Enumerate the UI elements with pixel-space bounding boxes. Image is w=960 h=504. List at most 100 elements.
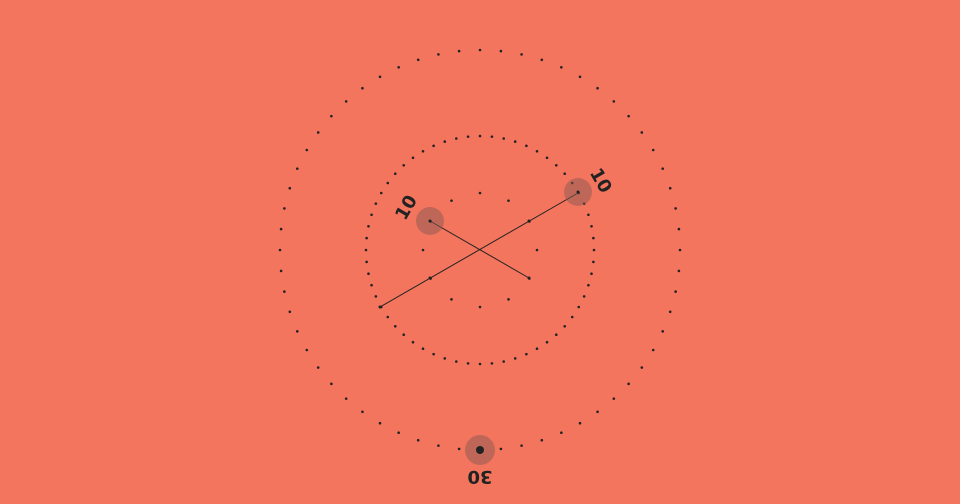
outer-ring-dot <box>678 248 682 252</box>
inner-ring-dot <box>466 135 470 138</box>
hand-end-dot-b <box>378 305 382 309</box>
inner-ring-dot <box>570 315 574 319</box>
inner-ring-dot <box>513 357 517 360</box>
outer-ring-dot <box>316 366 320 369</box>
outer-value-label: 30 <box>467 466 492 487</box>
outer-ring-dot <box>378 421 382 425</box>
inner-ring-dot <box>367 225 370 228</box>
inner-ring-dot <box>386 181 390 185</box>
outer-ring-dot <box>288 186 292 190</box>
outer-ring-dot <box>651 348 655 352</box>
inner-ring-dot <box>386 315 390 319</box>
inner-ring-dot <box>513 140 517 143</box>
center-ring-dot <box>507 298 510 301</box>
outer-ring-dot <box>295 167 299 170</box>
outer-ring-dot <box>627 114 630 118</box>
outer-ring-dot <box>520 53 523 56</box>
inner-ring-dot <box>374 202 378 205</box>
outer-ring-dot <box>457 49 461 53</box>
outer-ring-dot <box>596 86 599 90</box>
inner-ring-dot <box>490 362 494 365</box>
outer-ring-dot <box>478 48 482 52</box>
outer-ring-dot <box>627 382 630 386</box>
hand-mid-dot-b <box>527 219 531 223</box>
inner-ring-dot <box>587 213 590 217</box>
inner-ring-dot <box>587 283 590 287</box>
outer-ring-dot <box>361 86 364 90</box>
inner-ring-dot <box>490 135 494 138</box>
outer-ring-dot <box>540 58 544 62</box>
outer-ring-dot <box>668 310 672 314</box>
outer-ring-dot <box>651 148 655 152</box>
left-handle-dot <box>428 219 432 223</box>
outer-ring-dot <box>288 310 292 314</box>
outer-ring-dot <box>661 330 665 333</box>
outer-ring-dot <box>457 447 461 451</box>
outer-ring-dot <box>344 397 348 400</box>
inner-ring-dot <box>370 283 373 287</box>
outer-ring-dot <box>305 348 309 352</box>
outer-ring-dot <box>283 290 286 293</box>
inner-ring-dot <box>365 260 368 264</box>
inner-ring-dot <box>393 324 397 328</box>
right-handle-dot <box>576 190 580 194</box>
inner-ring-dot <box>478 362 482 366</box>
inner-ring-dot <box>393 172 397 176</box>
outer-ring-dot <box>560 65 563 69</box>
inner-ring-dot <box>443 140 447 143</box>
outer-ring-dot <box>283 207 286 210</box>
outer-ring-dot <box>316 131 320 134</box>
inner-ring-dot <box>554 333 558 337</box>
outer-ring-dot <box>677 269 681 273</box>
outer-dot-ring <box>278 48 682 452</box>
center-ring-dot <box>421 248 425 252</box>
outer-ring-dot <box>677 227 681 231</box>
hand-end-dot-a <box>527 276 531 280</box>
outer-ring-dot <box>674 290 677 293</box>
inner-ring-dot <box>455 137 458 140</box>
inner-ring-dot <box>525 352 528 356</box>
outer-ring-dot <box>560 431 563 435</box>
outer-ring-dot <box>344 100 348 103</box>
outer-ring-dot <box>397 431 400 435</box>
center-ring-dot <box>507 199 510 202</box>
center-ring-dot <box>535 248 539 252</box>
inner-ring-dot <box>455 360 458 363</box>
outer-ring-dot <box>330 382 333 386</box>
inner-ring-dot <box>443 357 447 360</box>
inner-ring-dot <box>432 352 435 356</box>
inner-ring-dot <box>402 163 406 167</box>
inner-ring-dot <box>554 163 558 167</box>
inner-ring-dot <box>592 260 595 264</box>
outer-ring-dot <box>674 207 677 210</box>
outer-ring-dot <box>305 148 309 152</box>
center-ring-dot <box>478 191 482 195</box>
inner-ring-dot <box>535 149 539 153</box>
inner-ring-dot <box>502 137 506 140</box>
inner-ring-dot <box>592 236 595 240</box>
inner-ring-dot <box>365 236 368 240</box>
hand-line-b <box>379 192 579 308</box>
outer-ring-dot <box>330 114 333 118</box>
inner-ring-dot <box>370 213 373 217</box>
outer-ring-dot <box>520 444 523 447</box>
outer-ring-dot <box>397 65 400 69</box>
outer-ring-dot <box>437 444 440 447</box>
outer-ring-dot <box>499 49 503 53</box>
inner-ring-dot <box>432 144 435 148</box>
inner-ring-dot <box>525 144 528 148</box>
inner-ring-dot <box>502 360 506 363</box>
inner-ring-dot <box>421 347 425 351</box>
center-ring-dot <box>450 298 453 301</box>
center-ring-dot <box>450 199 453 202</box>
outer-ring-dot <box>540 438 544 442</box>
outer-ring-dot <box>668 186 672 190</box>
inner-ring-dot <box>411 156 415 160</box>
outer-ring-dot <box>416 438 420 442</box>
inner-ring-dot <box>590 272 593 276</box>
outer-ring-dot <box>378 75 382 79</box>
inner-ring-dot <box>563 172 567 176</box>
outer-ring-dot <box>437 53 440 56</box>
